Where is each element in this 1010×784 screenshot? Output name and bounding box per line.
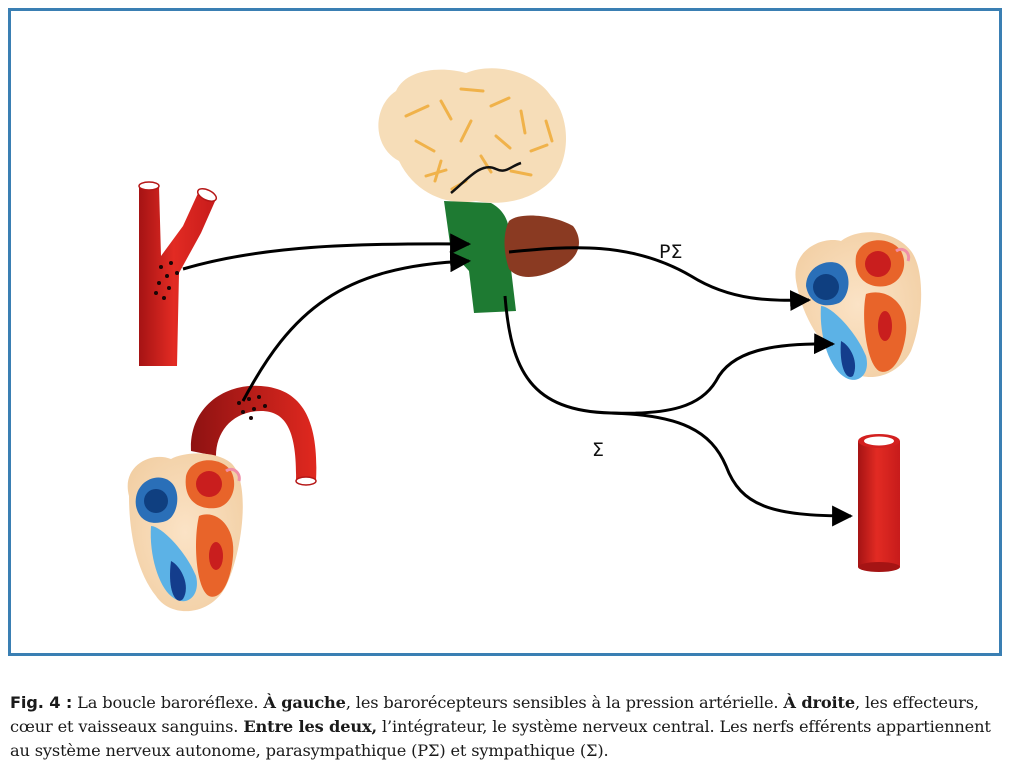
parasympathetic-arrow: [508, 246, 812, 311]
ganglion: [504, 215, 579, 277]
caption-bold-left: À gauche: [263, 693, 346, 712]
sympathetic-arrow-vessel: [610, 411, 854, 527]
caption-bold-between: Entre les deux,: [243, 717, 377, 736]
afferent-arrow-carotid: [182, 233, 472, 271]
caption-text-2: , les barorécepteurs sensibles à la pres…: [345, 693, 784, 712]
baroreceptor-dots-carotid: [154, 261, 179, 300]
parasympathetic-label: PΣ: [659, 241, 682, 263]
sympathetic-label: Σ: [592, 439, 604, 461]
caption-text-3: , les effecteurs, cœur et vaisseaux sang…: [10, 693, 979, 736]
figure-frame: PΣ Σ: [8, 8, 1002, 656]
brainstem: [444, 201, 516, 313]
figure-caption: Fig. 4 : La boucle baroréflexe. À gauche…: [10, 691, 1006, 763]
blood-vessel: [858, 434, 900, 572]
caption-bold-right: À droite: [783, 693, 855, 712]
afferent-arrow-aortic: [241, 251, 472, 402]
sympathetic-arrow-heart: [503, 295, 836, 415]
figure-number: Fig. 4 :: [10, 693, 73, 712]
baroreceptor-dots-aortic: [237, 395, 267, 420]
brain: [378, 68, 566, 203]
caption-text-1: La boucle baroréflexe.: [72, 693, 264, 712]
carotid-artery: [138, 181, 218, 366]
caption-text-4: l’intégrateur, le système nerveux centra…: [10, 717, 991, 760]
aortic-arch: [190, 385, 317, 486]
heart-left: [127, 453, 243, 612]
heart-right: [795, 232, 922, 380]
baroreflex-diagram: PΣ Σ: [127, 68, 922, 612]
